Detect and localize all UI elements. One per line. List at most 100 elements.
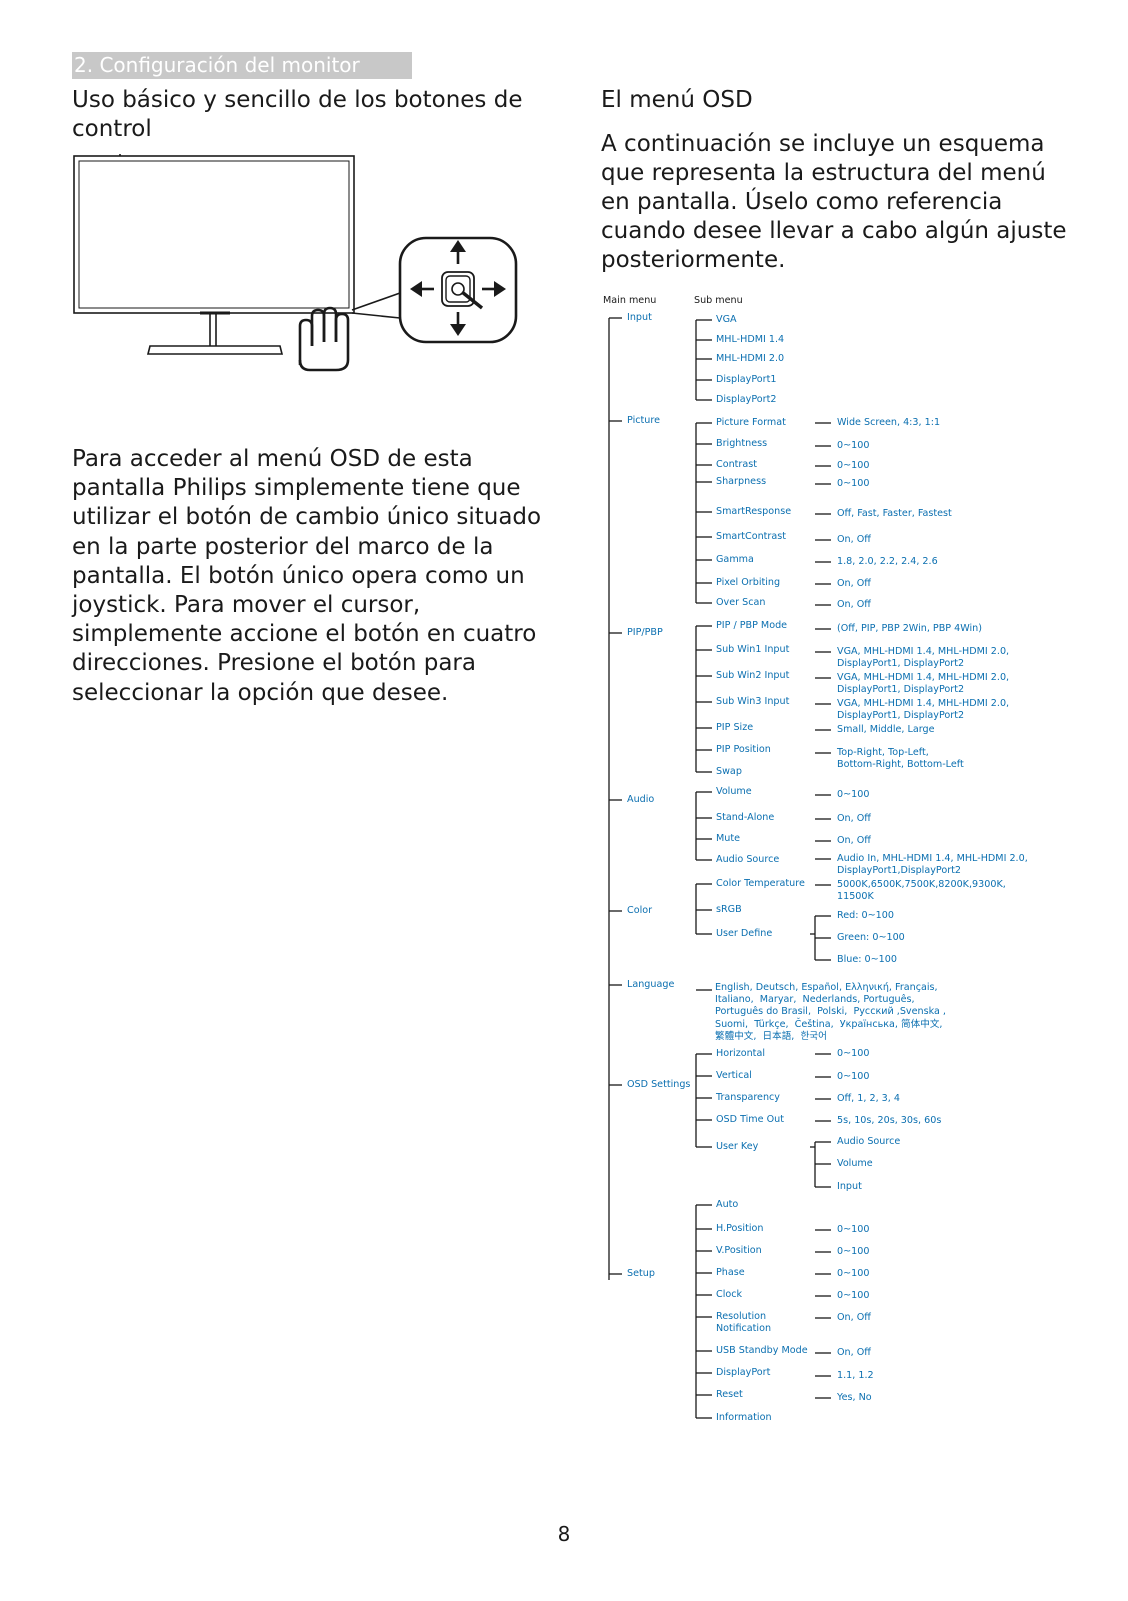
sub-menu-item: Audio Source [716, 854, 780, 865]
sub-menu-item: sRGB [716, 904, 742, 915]
sub-menu-item: Information [716, 1412, 772, 1423]
setup-option-value: 0~100 [837, 1224, 870, 1235]
sub-menu-item: Sub Win2 Input [716, 670, 790, 681]
user-key-option: Input [837, 1181, 862, 1192]
sub-menu-item: Volume [716, 786, 752, 797]
option-value: (Off, PIP, PBP 2Win, PBP 4Win) [837, 623, 982, 634]
option-value: Off, Fast, Faster, Fastest [837, 508, 952, 519]
option-value: On, Off [837, 578, 871, 589]
setup-option-value: 0~100 [837, 1290, 870, 1301]
rgb-value: Green: 0~100 [837, 932, 905, 943]
main-menu-item: OSD Settings [627, 1079, 691, 1090]
sub-menu-item: Transparency [716, 1092, 780, 1103]
right-heading: El menú OSD [601, 87, 753, 113]
sub-menu-item: Horizontal [716, 1048, 765, 1059]
sub-menu-item: PIP Size [716, 722, 754, 733]
setup-option-value: On, Off [837, 1347, 871, 1358]
left-heading: Uso básico y sencillo de los botones de … [72, 87, 523, 142]
sub-menu-item: SmartResponse [716, 506, 792, 517]
sub-menu-item: Swap [716, 766, 742, 777]
intro-text: A continuación se incluye un esquema que… [601, 131, 1067, 273]
setup-option-value: 0~100 [837, 1268, 870, 1279]
sub-menu-item: Mute [716, 833, 741, 844]
sub-menu-item: Sub Win1 Input [716, 644, 790, 655]
sub-menu-item: Auto [716, 1199, 739, 1210]
option-value: On, Off [837, 599, 871, 610]
sub-menu-item: MHL-HDMI 1.4 [716, 334, 785, 345]
sub-menu-item: Gamma [716, 554, 754, 565]
rgb-value: Blue: 0~100 [837, 954, 897, 965]
setup-option-value: On, Off [837, 1312, 871, 1323]
option-value: 5000K,6500K,7500K,8200K,9300K, 11500K [837, 879, 1006, 903]
osd-option-value: 0~100 [837, 1048, 870, 1059]
sub-menu-item: Brightness [716, 438, 768, 449]
body-text: Para acceder al menú OSD de esta pantall… [72, 446, 542, 706]
setup-option-value: 0~100 [837, 1246, 870, 1257]
rgb-value: Red: 0~100 [837, 910, 894, 921]
sub-menu-item: Picture Format [716, 417, 786, 428]
osd-option-value: 5s, 10s, 20s, 30s, 60s [837, 1115, 942, 1126]
sub-menu-item: DisplayPort1 [716, 374, 777, 385]
option-value: Audio In, MHL-HDMI 1.4, MHL-HDMI 2.0, Di… [837, 853, 1028, 877]
option-value: VGA, MHL-HDMI 1.4, MHL-HDMI 2.0, Display… [837, 698, 1010, 722]
option-value: VGA, MHL-HDMI 1.4, MHL-HDMI 2.0, Display… [837, 672, 1010, 696]
option-value: On, Off [837, 835, 871, 846]
sub-menu-item: DisplayPort [716, 1367, 771, 1378]
page-number: 8 [557, 1522, 571, 1546]
sub-menu-item: Pixel Orbiting [716, 577, 781, 588]
main-menu-item: Setup [627, 1268, 655, 1279]
sub-menu-item: Color Temperature [716, 878, 805, 889]
option-value: 1.8, 2.0, 2.2, 2.4, 2.6 [837, 556, 938, 567]
user-key-option: Volume [837, 1158, 873, 1169]
sub-menu-item: User Define [716, 928, 773, 939]
sub-menu-item: DisplayPort2 [716, 394, 777, 405]
option-value: Top-Right, Top-Left, Bottom-Right, Botto… [837, 747, 964, 771]
hand-icon [298, 306, 350, 372]
sub-menu-item: Vertical [716, 1070, 752, 1081]
user-key-option: Audio Source [837, 1136, 901, 1147]
option-value: VGA, MHL-HDMI 1.4, MHL-HDMI 2.0, Display… [837, 646, 1010, 670]
option-value: 0~100 [837, 789, 870, 800]
osd-option-value: Off, 1, 2, 3, 4 [837, 1093, 900, 1104]
sub-menu-item: Contrast [716, 459, 757, 470]
main-menu-item: Picture [627, 415, 660, 426]
joystick-icon [398, 236, 518, 344]
sub-menu-item: Phase [716, 1267, 745, 1278]
main-menu-item: Language [627, 979, 675, 990]
osd-option-value: 0~100 [837, 1071, 870, 1082]
sub-menu-item: H.Position [716, 1223, 764, 1234]
sub-menu-item: Clock [716, 1289, 743, 1300]
sub-menu-item: Sub Win3 Input [716, 696, 790, 707]
option-value: 0~100 [837, 460, 870, 471]
sub-menu-item: VGA [716, 314, 737, 325]
sub-menu-item: OSD Time Out [716, 1114, 784, 1125]
option-value: On, Off [837, 534, 871, 545]
main-menu-header: Main menu [603, 295, 657, 306]
language-list: English, Deutsch, Español, Ελληνική, Fra… [715, 982, 946, 1042]
option-value: On, Off [837, 813, 871, 824]
option-value: Small, Middle, Large [837, 724, 935, 735]
sub-menu-item: Sharpness [716, 476, 767, 487]
sub-menu-item: SmartContrast [716, 531, 787, 542]
option-value: 0~100 [837, 478, 870, 489]
setup-option-value: Yes, No [837, 1392, 872, 1403]
sub-menu-item: PIP / PBP Mode [716, 620, 788, 631]
main-menu-item: Input [627, 312, 652, 323]
sub-menu-header: Sub menu [694, 295, 743, 306]
sub-menu-item: MHL-HDMI 2.0 [716, 353, 785, 364]
sub-menu-item: Over Scan [716, 597, 766, 608]
sub-menu-item: Stand-Alone [716, 812, 775, 823]
sub-menu-item: Reset [716, 1389, 743, 1400]
option-value: 0~100 [837, 440, 870, 451]
sub-menu-item: USB Standby Mode [716, 1345, 808, 1356]
main-menu-item: Color [627, 905, 653, 916]
option-value: Wide Screen, 4:3, 1:1 [837, 417, 941, 428]
main-menu-item: Audio [627, 794, 655, 805]
setup-option-value: 1.1, 1.2 [837, 1370, 874, 1381]
monitor-icon [73, 154, 401, 355]
sub-menu-item: Resolution Notification [716, 1311, 772, 1335]
sub-menu-item: V.Position [716, 1245, 762, 1256]
sub-menu-item: PIP Position [716, 744, 771, 755]
